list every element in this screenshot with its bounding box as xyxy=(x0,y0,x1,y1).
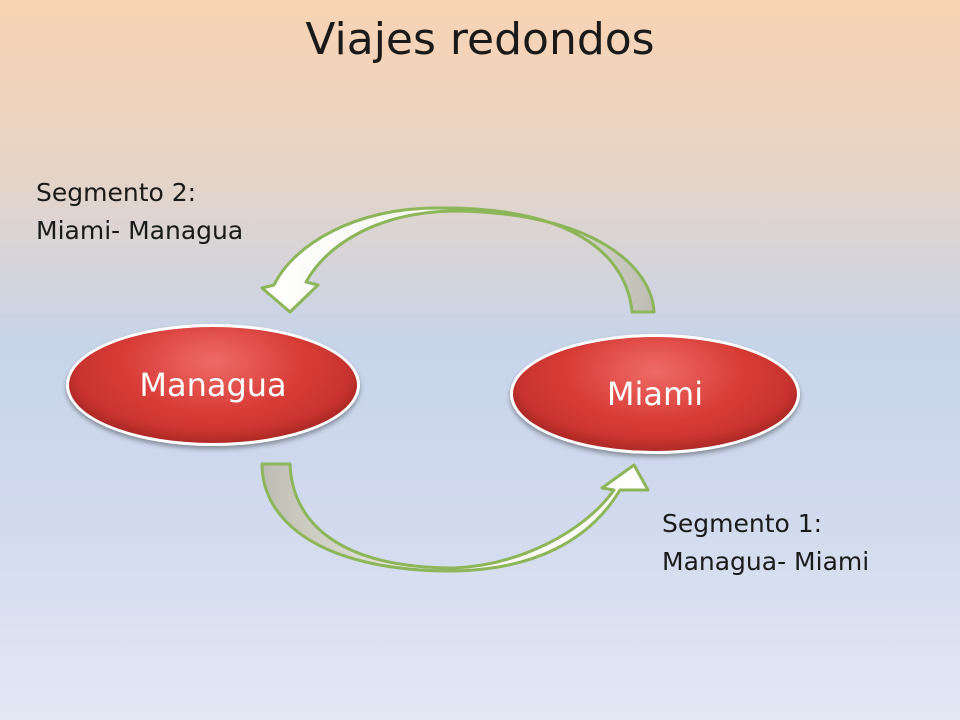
node-managua: Managua xyxy=(66,324,360,446)
node-miami: Miami xyxy=(510,334,800,454)
segment-2-label: Segmento 2: Miami- Managua xyxy=(36,174,243,250)
node-managua-label: Managua xyxy=(139,366,287,404)
segment-1-title: Segmento 1: xyxy=(662,509,823,538)
node-miami-label: Miami xyxy=(606,375,704,413)
segment-2-route: Miami- Managua xyxy=(36,216,244,245)
segment-1-route: Managua- Miami xyxy=(662,547,870,576)
arrow-managua-to-miami xyxy=(260,462,650,573)
arrow-miami-to-managua xyxy=(260,206,656,314)
slide-title: Viajes redondos xyxy=(305,14,655,65)
segment-1-label: Segmento 1: Managua- Miami xyxy=(662,505,869,581)
segment-2-title: Segmento 2: xyxy=(36,178,197,207)
